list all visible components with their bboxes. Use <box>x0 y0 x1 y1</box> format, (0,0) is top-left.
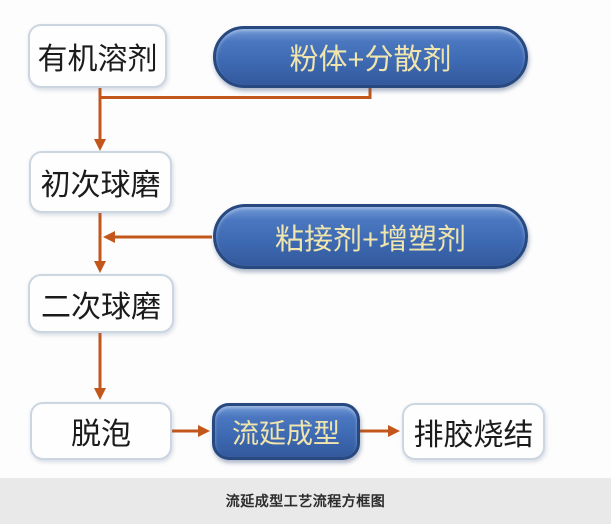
arrowhead-right <box>198 425 210 437</box>
edge-defoam-to-casting <box>172 425 210 437</box>
node-first-ball-milling: 初次球磨 <box>29 151 172 213</box>
edge-casting-to-sinter <box>360 425 400 437</box>
arrowhead-right <box>388 425 400 437</box>
arrowhead-left <box>103 231 115 243</box>
node-organic-solvent: 有机溶剂 <box>28 24 167 88</box>
figure-caption: 流延成型工艺流程方框图 <box>225 493 386 509</box>
arrowhead-down <box>94 388 106 400</box>
node-tape-casting: 流延成型 <box>212 403 360 460</box>
edge-mill1-to-mill2 <box>94 213 106 273</box>
arrowhead-down <box>94 261 106 273</box>
edge-solvent-to-mill1 <box>94 87 106 151</box>
node-binder-plasticizer: 粘接剂+增塑剂 <box>213 204 528 269</box>
edge-powder-to-mill1 <box>100 87 372 99</box>
edge-mill2-to-defoam <box>94 333 106 400</box>
node-debinding-sintering: 排胶烧结 <box>402 403 545 460</box>
edge-binder-to-mill2 <box>103 231 212 243</box>
node-powder-dispersant: 粉体+分散剂 <box>213 26 528 88</box>
arrowhead-down <box>94 139 106 151</box>
node-defoaming: 脱泡 <box>30 402 172 460</box>
caption-bar: 流延成型工艺流程方框图 <box>0 478 611 524</box>
node-second-ball-milling: 二次球磨 <box>28 274 174 333</box>
